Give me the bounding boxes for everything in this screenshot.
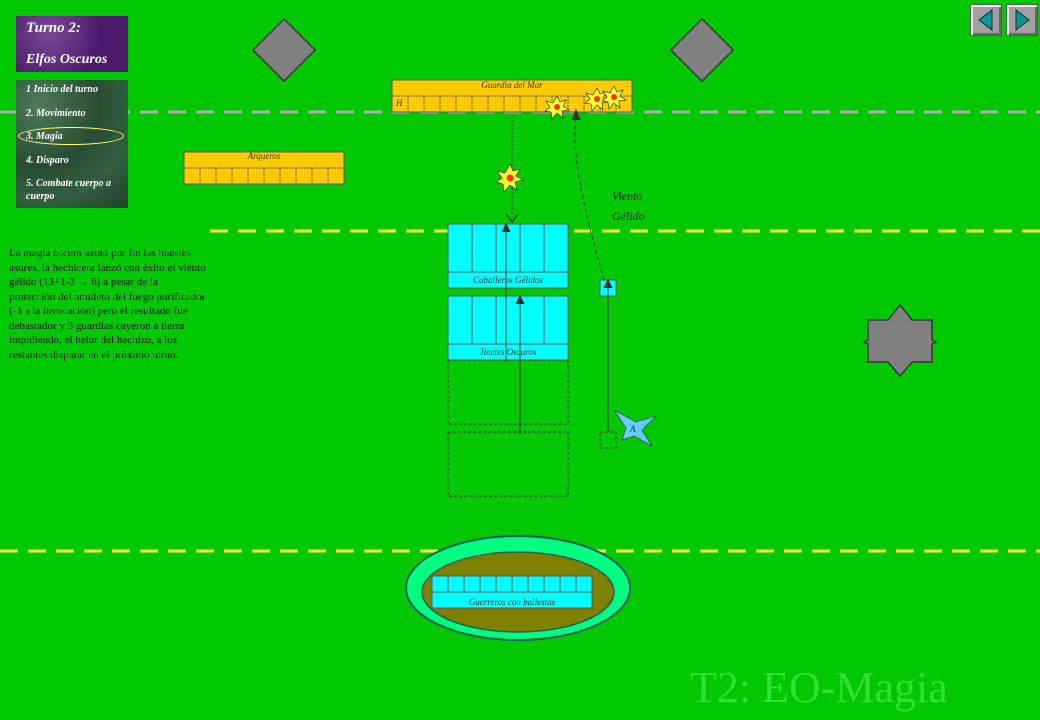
label-caballeros-gelidos: Caballeros Gélidos (473, 275, 543, 285)
turn-army: Elfos Oscuros (26, 52, 108, 67)
terrain-rock-right (669, 17, 735, 83)
spell-name: Viento Gélido (612, 186, 645, 226)
spell-path (574, 115, 605, 281)
spell-line-1: Viento (612, 189, 643, 203)
current-phase-highlight (18, 127, 124, 145)
sorceress-star-icon (613, 409, 657, 447)
marker-guardia-h: H (396, 98, 403, 108)
phase-item-3[interactable]: 3. Magia (26, 131, 63, 142)
triangle-left-icon (978, 8, 993, 32)
phase-item-2[interactable]: 2. Movimiento (26, 108, 86, 119)
narrative-text: La magia oscura azotó por fin las hueste… (9, 247, 206, 361)
slide-watermark: T2: EO-Magia (690, 663, 948, 712)
terrain-monument (862, 303, 938, 378)
prev-slide-button[interactable] (970, 4, 1002, 36)
marker-sorceress-a: A (630, 424, 636, 434)
turn-header: Turno 2: Elfos Oscuros (16, 16, 128, 72)
triangle-right-icon (1015, 8, 1030, 32)
spell-line-2: Gélido (612, 209, 645, 223)
phase-item-5[interactable]: 5. Combate cuerpo a cuerpo (26, 178, 111, 202)
label-jinetes-oscuros: Jinetes Oscuros (479, 347, 537, 357)
phase-list: 1 Inicio del turno 2. Movimiento 3. Magi… (16, 80, 128, 208)
phase-item-1[interactable]: 1 Inicio del turno (26, 84, 98, 95)
terrain-rock-left (251, 17, 317, 83)
label-arqueros: Arqueros (247, 151, 281, 161)
unit-caballeros-gelidos (447, 223, 569, 289)
phase-item-4[interactable]: 4. Disparo (26, 155, 69, 166)
next-slide-button[interactable] (1006, 4, 1038, 36)
turn-number: Turno 2: (26, 20, 81, 36)
label-guerreros-con-ballestas: Guerreros con ballestas (468, 597, 556, 607)
label-guardia-del-mar: Guardia del Mar (481, 80, 543, 90)
